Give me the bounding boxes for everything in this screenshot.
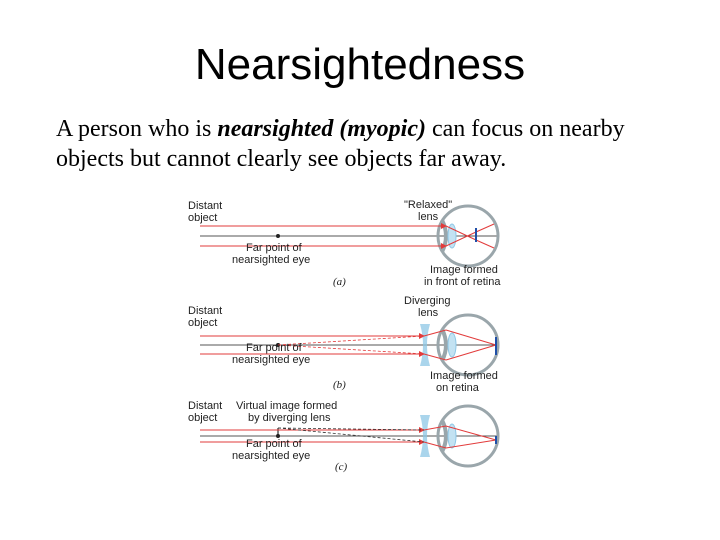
panel-c-ray-lower-refracted: [423, 439, 497, 449]
panel-b-caption: (b): [333, 379, 346, 391]
panel-a-image-label-1: Image formed: [430, 264, 498, 276]
panel-b-object-label-1: Distant: [188, 305, 222, 317]
slide-title: Nearsightedness: [194, 40, 526, 89]
intro-text-start: A person who is: [56, 116, 218, 142]
panel-b-eyeball: [436, 313, 500, 377]
panel-b-cornea: [440, 328, 448, 362]
panel-b-ray-lower-extension: [277, 344, 425, 355]
panel-a: Distant object "Relaxed" lens Far point …: [188, 199, 501, 288]
panel-c-virtual-ray-upper: [277, 427, 425, 431]
panel-c-far-point-dot: [276, 434, 280, 438]
panel-b-ray-lower-diverged: [423, 353, 447, 361]
panel-c-object-label-2: object: [188, 412, 217, 424]
panel-c: Distant object Virtual image formed by d…: [188, 400, 500, 473]
panel-a-image-label-2: in front of retina: [424, 276, 501, 288]
panel-a-farpoint-label-2: nearsighted eye: [232, 254, 310, 266]
panel-c-farpoint-label-2: nearsighted eye: [232, 450, 310, 462]
panel-c-ray-upper-refracted: [423, 425, 497, 441]
panel-c-virtual-label-1: Virtual image formed: [236, 400, 337, 412]
panel-b-ray-lower-refracted: [445, 344, 497, 361]
panel-c-eyeball: [436, 404, 500, 468]
nearsightedness-diagram: Distant object "Relaxed" lens Far point …: [188, 199, 501, 473]
panel-b-image-label-2: on retina: [436, 382, 480, 394]
panel-c-caption: (c): [335, 461, 348, 473]
panel-b-eye-lens: [447, 332, 457, 358]
panel-b-ray-upper-diverged: [423, 329, 447, 337]
panel-a-object-label-1: Distant: [188, 200, 222, 212]
panel-a-lens-label-2: lens: [418, 211, 439, 223]
panel-c-virtual-ray-lower: [277, 427, 425, 443]
panel-b: Distant object Diverging lens Far point …: [188, 295, 500, 394]
panel-a-caption: (a): [333, 276, 346, 288]
panel-b-ray-upper-extension: [277, 335, 425, 346]
panel-a-cornea: [440, 219, 448, 253]
panel-b-image-label-1: Image formed: [430, 370, 498, 382]
intro-text-end: can focus on nearby objects but cannot c…: [56, 116, 625, 172]
intro-emphasis: nearsighted (myopic): [217, 116, 426, 142]
panel-b-farpoint-label-2: nearsighted eye: [232, 354, 310, 366]
panel-c-farpoint-label-1: Far point of: [246, 438, 303, 450]
panel-a-eyeball: [436, 204, 500, 268]
panel-a-lens-label-1: "Relaxed": [404, 199, 452, 211]
panel-b-object-label-2: object: [188, 317, 217, 329]
panel-c-cornea: [440, 419, 448, 453]
panel-c-diverging-lens: [420, 415, 430, 457]
panel-b-lens-label-1: Diverging: [404, 295, 450, 307]
panel-b-lens-label-2: lens: [418, 307, 439, 319]
panel-b-farpoint-label-1: Far point of: [246, 342, 303, 354]
intro-paragraph: A person who is nearsighted (myopic) can…: [56, 114, 676, 174]
panel-a-object-label-2: object: [188, 212, 217, 224]
panel-a-farpoint-label-1: Far point of: [246, 242, 303, 254]
panel-c-object-label-1: Distant: [188, 400, 222, 412]
panel-c-eye-lens: [447, 423, 457, 449]
panel-b-ray-upper-refracted: [445, 329, 497, 346]
panel-c-virtual-label-2: by diverging lens: [248, 412, 331, 424]
panel-a-far-point-dot: [276, 234, 280, 238]
